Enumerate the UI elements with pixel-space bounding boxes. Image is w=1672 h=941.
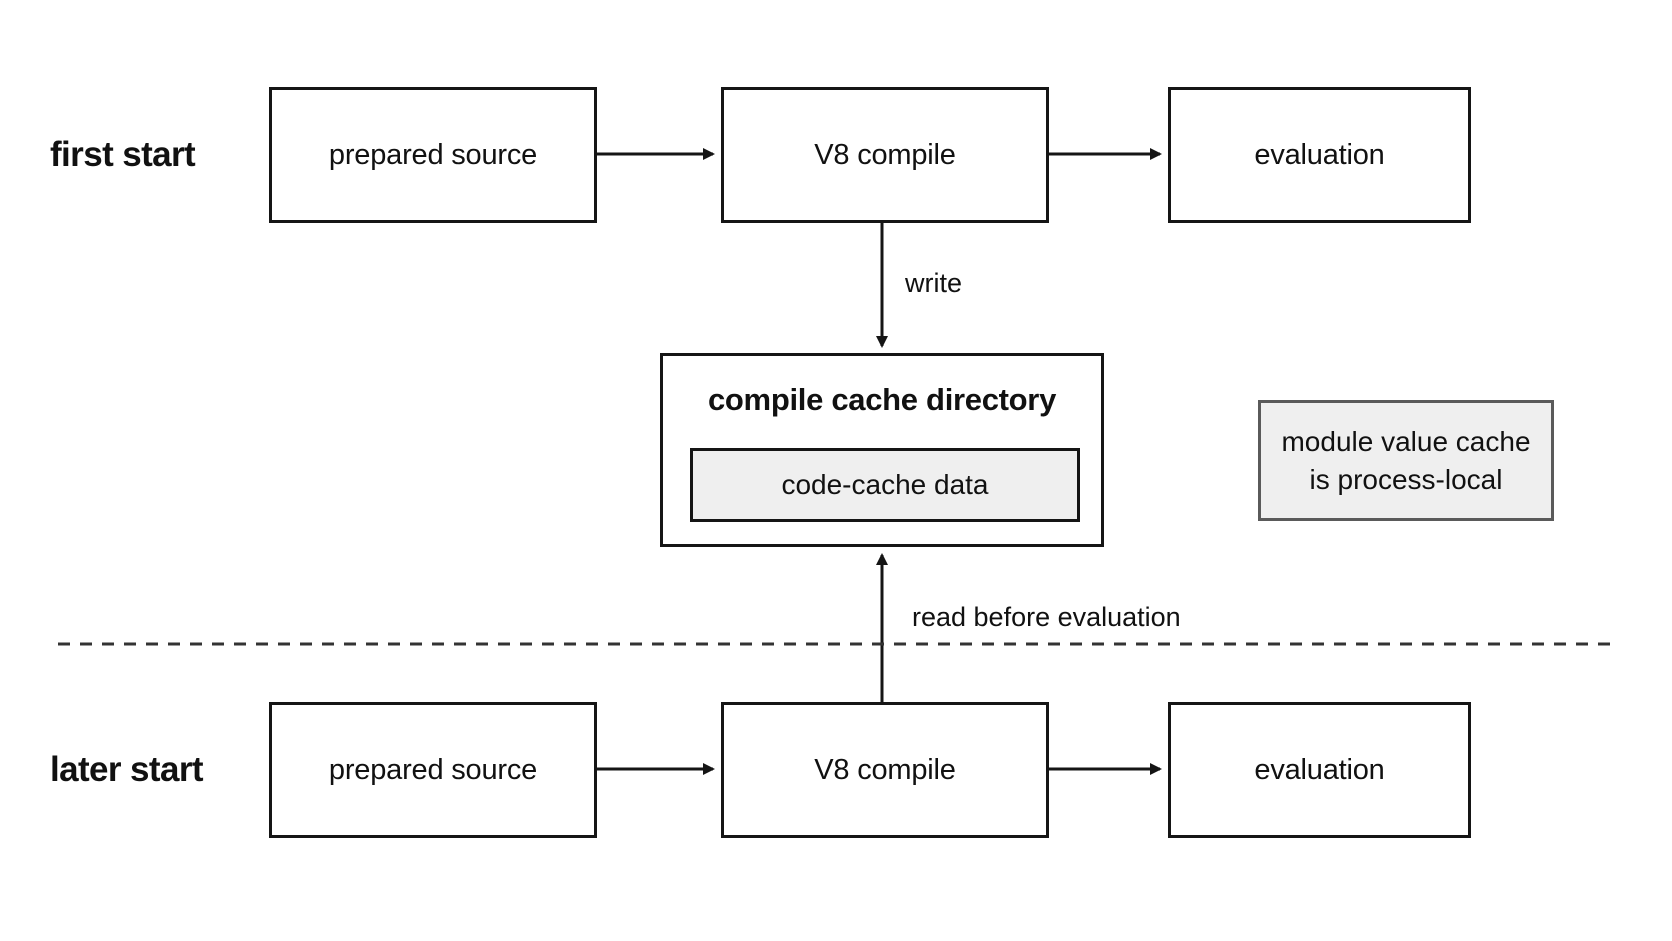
compile-cache-directory-box: compile cache directory code-cache data [660,353,1104,547]
code-cache-data-box: code-cache data [690,448,1080,522]
first-evaluation-box: evaluation [1168,87,1471,223]
first-v8-compile-label: V8 compile [814,138,956,171]
first-prepared-source-label: prepared source [328,138,538,171]
later-prepared-source-label: prepared source [328,753,538,786]
note-line-2: is process-local [1309,463,1503,495]
later-evaluation-label: evaluation [1254,753,1385,786]
later-start-label: later start [50,750,204,789]
process-local-note: module value cache is process-local [1258,400,1554,521]
later-v8-compile-box: V8 compile [721,702,1049,838]
read-before-evaluation-label: read before evaluation [912,602,1181,632]
later-v8-compile-label: V8 compile [814,753,956,786]
later-evaluation-box: evaluation [1168,702,1471,838]
code-cache-data-label: code-cache data [781,469,989,500]
write-label: write [905,268,963,298]
first-start-label: first start [50,135,196,174]
compile-cache-directory-title: compile cache directory [707,382,1057,417]
later-prepared-source-box: prepared source [269,702,597,838]
first-evaluation-label: evaluation [1254,138,1385,171]
first-v8-compile-box: V8 compile [721,87,1049,223]
note-line-1: module value cache [1281,425,1531,457]
first-prepared-source-box: prepared source [269,87,597,223]
